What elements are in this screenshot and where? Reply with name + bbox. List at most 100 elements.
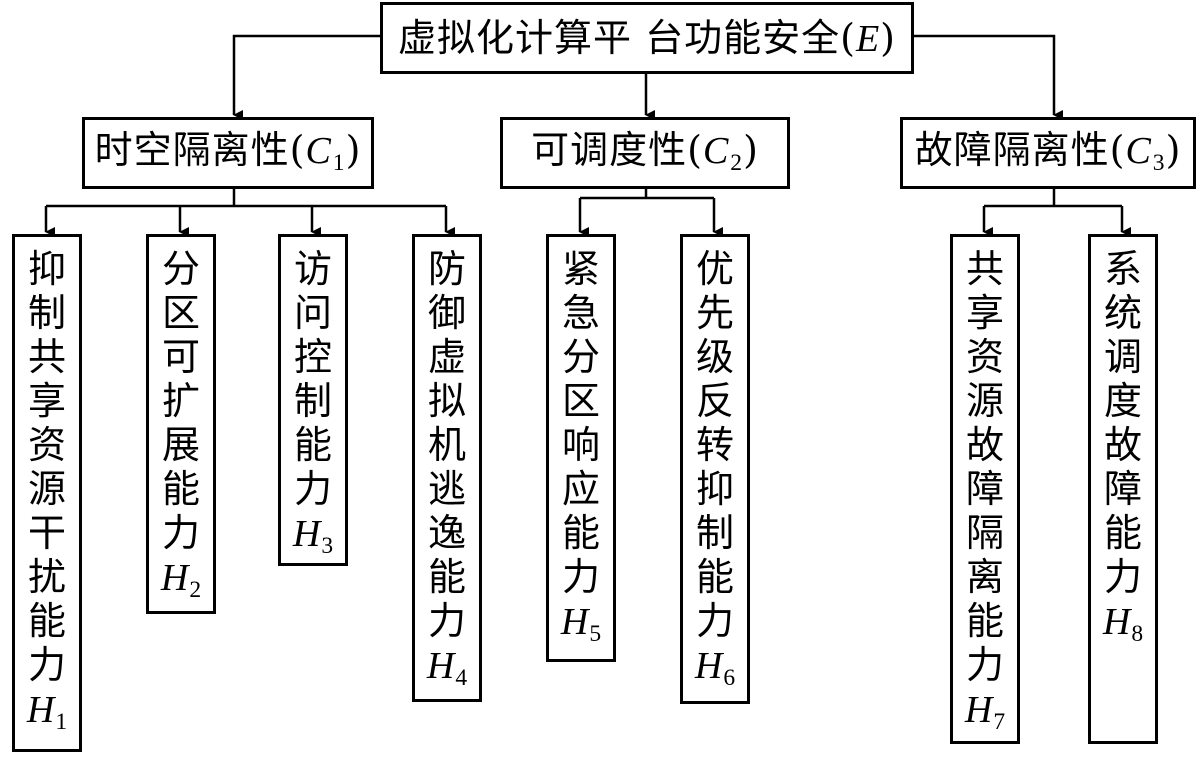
category-node-label: 时空隔离性(C1) — [94, 127, 362, 176]
leaf-node-symbol-label: H4 — [427, 643, 467, 691]
category-node-label: 可调度性(C2) — [531, 127, 759, 176]
leaf-node-char: 资 — [27, 423, 66, 467]
leaf-node-text: 优先级反转抑制能力 — [696, 247, 734, 643]
leaf-node-subscript: 2 — [189, 576, 202, 603]
leaf-node-char: 源 — [965, 379, 1004, 423]
leaf-node-char: 能 — [1103, 511, 1142, 555]
leaf-node-char: 控 — [293, 335, 332, 379]
leaf-node-box: 共享资源故障隔离能力 H7 — [950, 234, 1020, 744]
leaf-node-char: 分 — [161, 247, 200, 291]
leaf-node-char: 共 — [27, 335, 66, 379]
leaf-node-char: 可 — [161, 335, 200, 379]
leaf-node-char: 访 — [293, 247, 332, 291]
leaf-node-char: 能 — [695, 555, 734, 599]
category-node-symbol: C — [702, 129, 730, 172]
leaf-node-char: 力 — [293, 467, 332, 511]
category-node-subscript: 3 — [1152, 149, 1166, 176]
leaf-node-char: 展 — [161, 423, 200, 467]
leaf-node-subscript: 1 — [55, 708, 68, 735]
leaf-node-label: 紧急分区响应能力 H5 — [560, 237, 601, 647]
leaf-node-subscript: 3 — [321, 532, 334, 559]
leaf-node-label: 共享资源故障隔离能力 H7 — [964, 237, 1005, 735]
leaf-node-box: 分区可扩展能力 H2 — [146, 234, 216, 614]
leaf-node-symbol: H — [964, 689, 993, 731]
leaf-node-char: 抑 — [695, 467, 734, 511]
leaf-node-subscript: 5 — [589, 620, 602, 647]
leaf-node-symbol-label: H1 — [27, 687, 67, 735]
leaf-node-symbol: H — [560, 601, 589, 643]
leaf-node-subscript: 8 — [1131, 620, 1144, 647]
leaf-node-char: 干 — [27, 511, 66, 555]
leaf-node-label: 优先级反转抑制能力 H6 — [694, 237, 735, 691]
leaf-node-symbol: H — [694, 645, 723, 687]
leaf-node-char: 能 — [27, 599, 66, 643]
leaf-node-char: 问 — [293, 291, 332, 335]
leaf-node-symbol-label: H5 — [560, 599, 601, 647]
leaf-node-char: 抑 — [27, 247, 66, 291]
leaf-node-char: 分 — [561, 335, 600, 379]
leaf-node-char: 机 — [427, 423, 466, 467]
leaf-node-box: 紧急分区响应能力 H5 — [546, 234, 616, 662]
leaf-node-subscript: 7 — [993, 708, 1006, 735]
leaf-node-subscript: 6 — [723, 664, 736, 691]
leaf-node-label: 系统调度故障能力 H8 — [1102, 237, 1143, 647]
leaf-node-char: 障 — [965, 467, 1004, 511]
leaf-node-char: 御 — [427, 291, 466, 335]
leaf-node-symbol-label: H2 — [161, 555, 201, 603]
leaf-node-symbol-label: H8 — [1102, 599, 1143, 647]
category-node-box: 故障隔离性(C3) — [900, 117, 1196, 189]
leaf-node-symbol: H — [292, 513, 321, 555]
leaf-node-char: 能 — [561, 511, 600, 555]
leaf-node-char: 力 — [27, 643, 66, 687]
leaf-node-char: 力 — [965, 643, 1004, 687]
connector-arrow — [232, 34, 380, 120]
leaf-node-char: 区 — [161, 291, 200, 335]
leaf-node-char: 防 — [427, 247, 466, 291]
leaf-node-char: 故 — [965, 423, 1004, 467]
leaf-node-symbol-label: H7 — [964, 687, 1005, 735]
leaf-node-char: 统 — [1103, 291, 1142, 335]
leaf-node-char: 离 — [965, 555, 1004, 599]
leaf-node-char: 区 — [561, 379, 600, 423]
leaf-node-char: 力 — [695, 599, 734, 643]
leaf-node-char: 故 — [1103, 423, 1142, 467]
leaf-node-char: 反 — [695, 379, 734, 423]
root-node-box: 虚拟化计算平 台功能安全(E) — [380, 2, 914, 74]
leaf-node-label: 防御虚拟机逃逸能力 H4 — [427, 237, 467, 691]
leaf-node-text: 访问控制能力 — [294, 247, 332, 511]
leaf-node-subscript: 4 — [455, 664, 468, 691]
leaf-node-box: 抑制共享资源干扰能力 H1 — [12, 234, 82, 752]
leaf-node-char: 享 — [965, 291, 1004, 335]
leaf-node-char: 力 — [1103, 555, 1142, 599]
leaf-node-char: 急 — [561, 291, 600, 335]
leaf-node-char: 响 — [561, 423, 600, 467]
leaf-node-char: 制 — [293, 379, 332, 423]
leaf-node-box: 优先级反转抑制能力 H6 — [680, 234, 750, 704]
leaf-node-char: 优 — [695, 247, 734, 291]
leaf-node-text: 分区可扩展能力 — [162, 247, 200, 555]
category-node-symbol: C — [305, 129, 332, 172]
leaf-node-char: 能 — [161, 467, 200, 511]
leaf-node-char: 力 — [161, 511, 200, 555]
leaf-node-char: 能 — [293, 423, 332, 467]
root-node-text: 虚拟化计算平 台功能安全 — [398, 15, 841, 60]
leaf-node-char: 系 — [1103, 247, 1142, 291]
leaf-node-text: 抑制共享资源干扰能力 — [28, 247, 66, 687]
leaf-node-char: 级 — [695, 335, 734, 379]
leaf-node-char: 隔 — [965, 511, 1004, 555]
leaf-node-char: 障 — [1103, 467, 1142, 511]
category-node-subscript: 1 — [332, 149, 346, 176]
root-node-symbol: E — [855, 17, 881, 60]
category-node-symbol: C — [1125, 129, 1152, 172]
leaf-node-symbol: H — [1102, 601, 1131, 643]
connector-arrow — [914, 34, 1063, 120]
leaf-node-char: 虚 — [427, 335, 466, 379]
category-node-box: 时空隔离性(C1) — [82, 117, 374, 189]
leaf-node-char: 调 — [1103, 335, 1142, 379]
leaf-node-label: 访问控制能力 H3 — [292, 237, 333, 559]
category-node-subscript: 2 — [730, 149, 744, 176]
leaf-node-char: 转 — [695, 423, 734, 467]
leaf-node-label: 分区可扩展能力 H2 — [161, 237, 201, 603]
